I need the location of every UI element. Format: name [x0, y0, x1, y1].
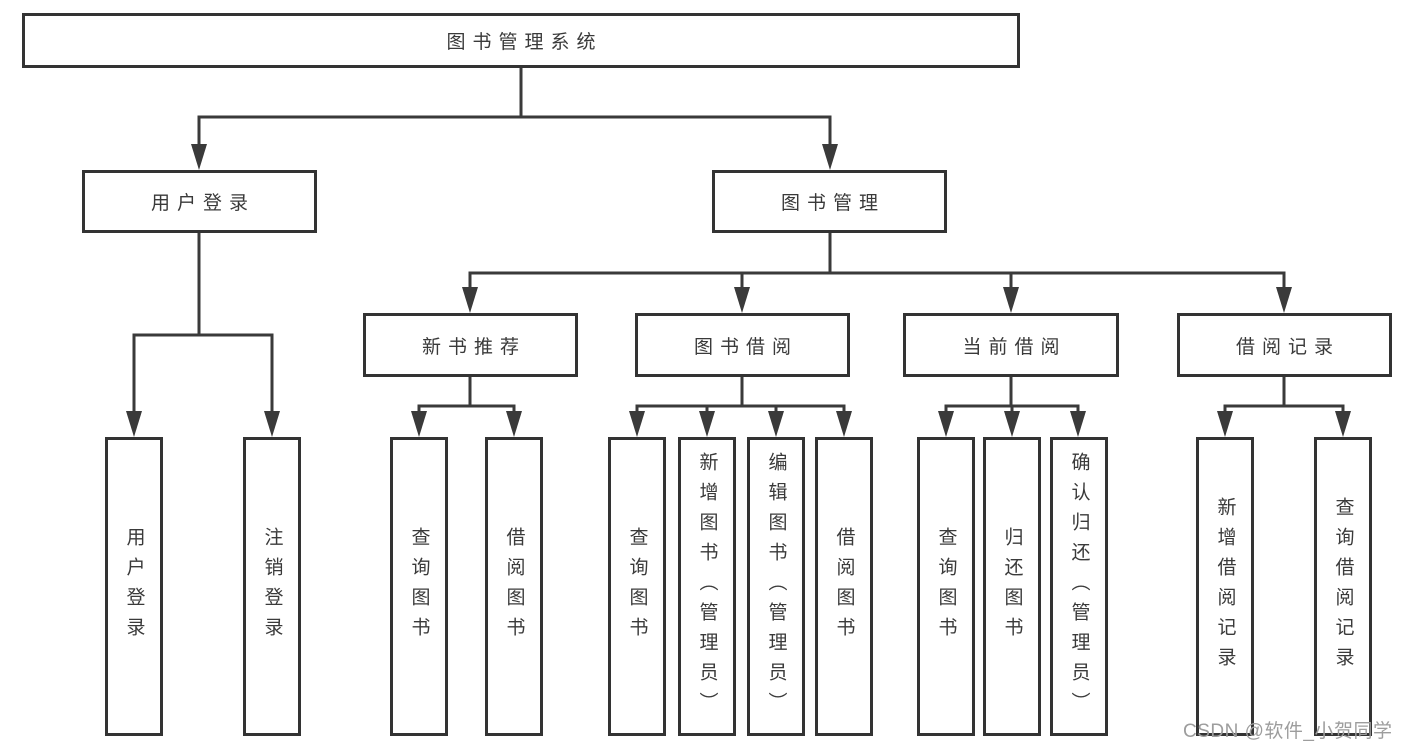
leaf-query-books-borrowing: 查询图书	[608, 437, 666, 736]
arrowhead-leaf-query-books-recommend	[411, 411, 427, 437]
leaf-confirm-return-admin: 确认归还（管理员）	[1050, 437, 1108, 736]
watermark: CSDN @软件_小贺同学	[1183, 721, 1393, 742]
connector-current-borrowing-branch	[944, 375, 1080, 415]
leaf-add-borrow-record-label: 新增借阅记录	[1214, 496, 1236, 677]
leaf-add-borrow-record: 新增借阅记录	[1196, 437, 1254, 736]
node-user-login: 用户登录	[82, 170, 317, 233]
arrowhead-book-borrowing	[734, 287, 750, 313]
leaf-query-books-current-label: 查询图书	[935, 526, 957, 647]
arrowhead-current-borrowing	[1003, 287, 1019, 313]
connector-book-management-branch	[468, 231, 1286, 291]
leaf-edit-books-admin-label: 编辑图书（管理员）	[765, 451, 787, 722]
leaf-borrow-books-recommend-label: 借阅图书	[503, 526, 525, 647]
arrowhead-leaf-query-books-current	[938, 411, 954, 437]
arrowhead-leaf-add-borrow-record	[1217, 411, 1233, 437]
leaf-edit-books-admin: 编辑图书（管理员）	[747, 437, 805, 736]
leaf-borrow-books-recommend: 借阅图书	[485, 437, 543, 736]
arrowhead-user-login	[191, 144, 207, 170]
leaf-query-books-current: 查询图书	[917, 437, 975, 736]
connector-book-borrowing-branch	[635, 375, 846, 415]
leaf-logout: 注销登录	[243, 437, 301, 736]
leaf-query-books-recommend-label: 查询图书	[408, 526, 430, 647]
leaf-borrow-books-borrowing: 借阅图书	[815, 437, 873, 736]
arrowhead-new-book-recommendation	[462, 287, 478, 313]
arrowhead-leaf-borrow-books-recommend	[506, 411, 522, 437]
leaf-user-login-label: 用户登录	[123, 526, 145, 647]
node-library-management-system: 图书管理系统	[22, 13, 1020, 68]
leaf-add-books-admin: 新增图书（管理员）	[678, 437, 736, 736]
arrowhead-book-management	[822, 144, 838, 170]
leaf-add-books-admin-label: 新增图书（管理员）	[696, 451, 718, 722]
arrowhead-leaf-query-books-borrowing	[629, 411, 645, 437]
arrowhead-leaf-return-books	[1004, 411, 1020, 437]
leaf-query-borrow-record: 查询借阅记录	[1314, 437, 1372, 736]
arrowhead-leaf-query-borrow-record	[1335, 411, 1351, 437]
node-book-borrowing: 图书借阅	[635, 313, 850, 377]
node-book-management: 图书管理	[712, 170, 947, 233]
connector-borrowing-records-branch	[1223, 375, 1345, 415]
connector-new-book-recommendation-branch	[417, 375, 516, 415]
leaf-return-books-label: 归还图书	[1001, 526, 1023, 647]
leaf-return-books: 归还图书	[983, 437, 1041, 736]
arrowhead-leaf-edit-books-admin	[768, 411, 784, 437]
node-borrowing-records: 借阅记录	[1177, 313, 1392, 377]
arrowhead-borrowing-records	[1276, 287, 1292, 313]
leaf-query-books-borrowing-label: 查询图书	[626, 526, 648, 647]
leaf-query-borrow-record-label: 查询借阅记录	[1332, 496, 1354, 677]
leaf-logout-label: 注销登录	[261, 526, 283, 647]
leaf-query-books-recommend: 查询图书	[390, 437, 448, 736]
node-current-borrowing: 当前借阅	[903, 313, 1119, 377]
connector-root-to-level1	[197, 66, 832, 148]
leaf-confirm-return-admin-label: 确认归还（管理员）	[1068, 451, 1090, 722]
arrowhead-leaf-add-books-admin	[699, 411, 715, 437]
arrowhead-leaf-borrow-books-borrowing	[836, 411, 852, 437]
arrowhead-leaf-confirm-return-admin	[1070, 411, 1086, 437]
leaf-user-login: 用户登录	[105, 437, 163, 736]
arrowhead-leaf-logout	[264, 411, 280, 437]
leaf-borrow-books-borrowing-label: 借阅图书	[833, 526, 855, 647]
node-new-book-recommendation: 新书推荐	[363, 313, 578, 377]
connector-user-login-branch	[132, 231, 274, 415]
arrowhead-leaf-user-login	[126, 411, 142, 437]
